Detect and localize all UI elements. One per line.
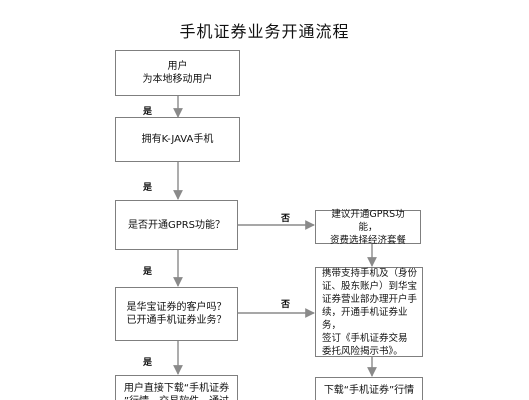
box-gprs-suggestion: 建议开通GPRS功能， 资费选择经济套餐	[315, 209, 421, 246]
box-client-question: 是华宝证券的客户吗？ 已开通手机证券业务？	[115, 287, 238, 341]
label-yes-3: 是	[143, 267, 153, 277]
label-no-2: 否	[281, 300, 291, 310]
label-yes-4: 是	[143, 358, 153, 368]
box-user: 用户 为本地移动用户	[115, 50, 240, 96]
diagram-title: 手机证券业务开通流程	[179, 22, 350, 41]
label-no-1: 否	[281, 214, 291, 224]
box-gprs-question: 是否开通GPRS功能？	[115, 200, 238, 250]
box-branch-account: 携带支持手机及（身份 证、股东账户）到华宝 证券营业部办理开户手 续，开通手机证…	[315, 267, 423, 357]
label-yes-1: 是	[143, 107, 153, 117]
box-phone: 拥有K-JAVA手机	[115, 117, 240, 162]
box-download-left: 用户直接下载“手机证券 ”行情、交易软件，通过	[115, 375, 238, 400]
box-download-right: 下载“手机证券”行情	[315, 377, 423, 400]
label-yes-2: 是	[143, 183, 153, 193]
